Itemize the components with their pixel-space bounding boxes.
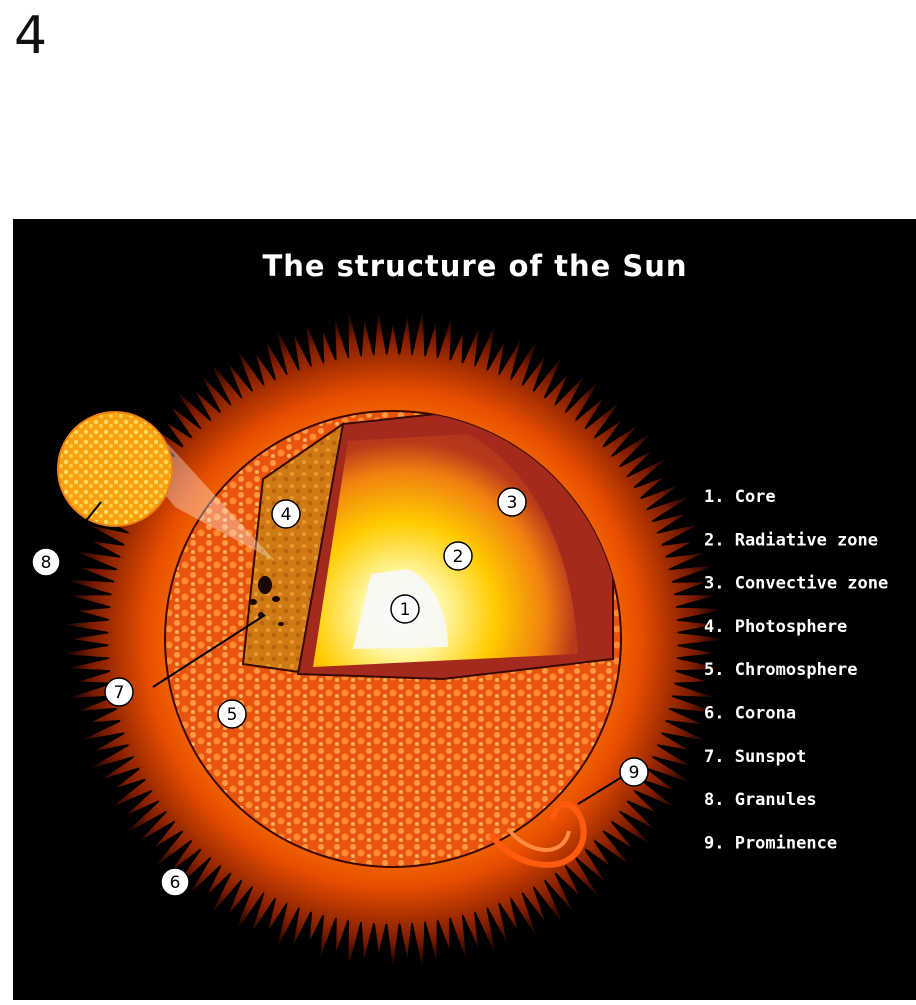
markers: 1 2 3 4 5 6 7 8 9 bbox=[31, 487, 649, 897]
marker-label: 9 bbox=[629, 763, 640, 783]
legend-item: 5. Chromosphere bbox=[704, 660, 858, 680]
marker-label: 2 bbox=[453, 547, 464, 567]
marker-6: 6 bbox=[160, 867, 190, 897]
marker-3: 3 bbox=[497, 487, 527, 517]
diagram-canvas: The structure of the Sun bbox=[31, 249, 888, 971]
prominence bbox=[488, 801, 587, 868]
marker-8: 8 bbox=[31, 547, 61, 577]
marker-label: 8 bbox=[41, 553, 52, 573]
sun-structure-diagram: The structure of the Sun bbox=[13, 219, 916, 1000]
marker-label: 3 bbox=[507, 493, 518, 513]
legend: 1. Core 2. Radiative zone 3. Convective zo… bbox=[704, 487, 888, 853]
legend-item: 1. Core bbox=[704, 487, 776, 507]
marker-circle bbox=[31, 547, 61, 577]
legend-item: 6. Corona bbox=[704, 704, 796, 724]
marker-circle bbox=[619, 757, 649, 787]
marker-5: 5 bbox=[217, 699, 247, 729]
leader-lines bbox=[72, 501, 623, 805]
legend-item: 9. Prominence bbox=[704, 833, 837, 853]
legend-item: 2. Radiative zone bbox=[704, 530, 878, 550]
page-number: 4 bbox=[14, 6, 48, 66]
marker-circle bbox=[160, 867, 190, 897]
legend-item: 4. Photosphere bbox=[704, 617, 847, 637]
marker-circle bbox=[390, 594, 420, 624]
marker-circle bbox=[271, 499, 301, 529]
marker-circle bbox=[217, 699, 247, 729]
granules-zoom bbox=[57, 411, 275, 561]
marker-circle bbox=[104, 677, 134, 707]
marker-label: 1 bbox=[400, 600, 411, 620]
marker-circle bbox=[497, 487, 527, 517]
legend-item: 7. Sunspot bbox=[704, 747, 806, 767]
legend-item: 8. Granules bbox=[704, 790, 817, 810]
marker-4: 4 bbox=[271, 499, 301, 529]
marker-9: 9 bbox=[619, 757, 649, 787]
marker-2: 2 bbox=[443, 541, 473, 571]
marker-label: 4 bbox=[281, 505, 292, 525]
marker-circle bbox=[443, 541, 473, 571]
marker-label: 5 bbox=[227, 705, 238, 725]
marker-7: 7 bbox=[104, 677, 134, 707]
diagram-title: The structure of the Sun bbox=[262, 249, 687, 283]
marker-label: 6 bbox=[170, 873, 181, 893]
legend-item: 3. Convective zone bbox=[704, 574, 888, 594]
marker-1: 1 bbox=[390, 594, 420, 624]
marker-label: 7 bbox=[114, 683, 125, 703]
